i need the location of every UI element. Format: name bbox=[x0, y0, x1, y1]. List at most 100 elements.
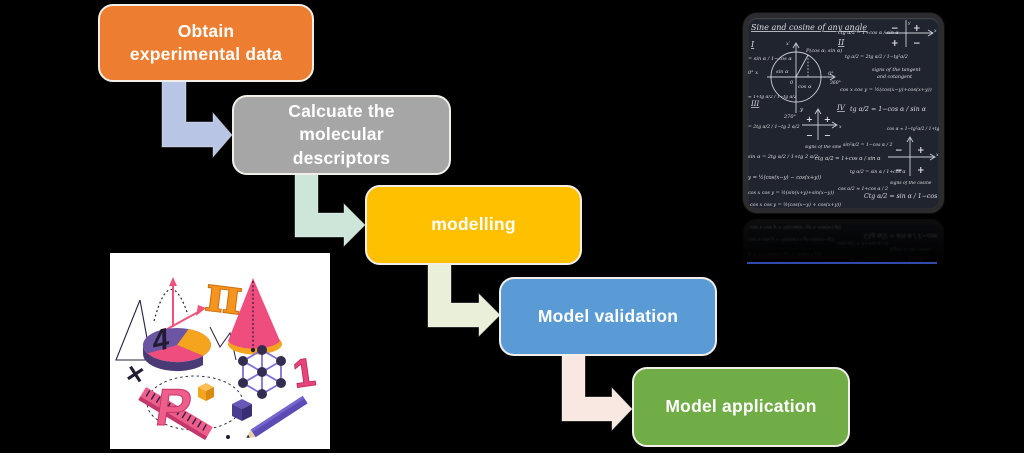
cone bbox=[228, 278, 282, 355]
ruler-ticks bbox=[145, 390, 207, 431]
sign-bl: − bbox=[806, 130, 813, 140]
cross-y-label: y′ bbox=[907, 20, 911, 25]
pencil-body bbox=[250, 395, 308, 438]
roman-numeral-i: I bbox=[750, 40, 755, 49]
circle-label-sin: sin α bbox=[776, 69, 789, 75]
small-dot bbox=[226, 435, 230, 439]
cross-y-arrowhead bbox=[906, 136, 914, 143]
cross-x-arrowhead bbox=[927, 29, 934, 37]
caption-sine-signs: signs of the sine bbox=[805, 145, 842, 150]
pie-slice-pink bbox=[147, 345, 203, 362]
molecule bbox=[238, 345, 286, 399]
unit-circle-figure: x′ P(cos α; sin α) sin α 0 cos α 0° 360°… bbox=[767, 41, 842, 120]
molecule-atoms bbox=[238, 345, 286, 399]
formula: ≈ 1+tg α/2 / 1−tg α/2 bbox=[748, 95, 797, 100]
formula: ctg α/2 = 1+cos α / sin α bbox=[838, 30, 899, 36]
pie-slice-orange bbox=[177, 329, 211, 356]
pi-symbol: π bbox=[202, 264, 246, 327]
circle-label-x-prime: x′ bbox=[786, 41, 791, 47]
formula: = 2tg α/2 / 1−tg 2 α/2 bbox=[748, 124, 800, 130]
circle-y-arrowhead bbox=[792, 42, 800, 49]
formula: tg α/2 = 2tg α/2 / 1−tg²α/2 bbox=[845, 54, 908, 60]
circle-radius bbox=[795, 54, 809, 78]
sign-br: − bbox=[824, 130, 831, 140]
flow-step-label: Model application bbox=[665, 396, 817, 417]
sign-tr: + bbox=[913, 24, 921, 34]
roman-numeral-ii: II bbox=[837, 38, 845, 47]
sign-cross-tangent: − + + − x y′ bbox=[885, 20, 937, 49]
flow-step-calculate-molecular-descriptors: Calcuate the molecular descriptors bbox=[232, 95, 451, 175]
sign-tr: + bbox=[917, 146, 925, 156]
cross-x-arrowhead bbox=[831, 121, 838, 129]
arrow-modelling-to-validation bbox=[427, 259, 501, 338]
ruler bbox=[138, 387, 213, 441]
pencil-tip bbox=[246, 429, 256, 438]
cross-x-label: x bbox=[839, 125, 842, 130]
math-illustration-image: 4 π 1 ✕ bbox=[110, 253, 330, 449]
pencil-lead bbox=[246, 434, 250, 438]
circle-label-0deg: 0° bbox=[828, 71, 834, 77]
caption-tangent-signs-1: signs of the tangent bbox=[872, 67, 921, 73]
arrow-obtain-to-calculate bbox=[161, 79, 233, 159]
flow-step-obtain-experimental-data: Obtain experimental data bbox=[98, 4, 314, 82]
caption-tangent-signs-2: and cotangent bbox=[877, 74, 912, 80]
sign-tr: + bbox=[824, 114, 831, 124]
formula: Ctg α/2 = sin α / 1−cos α bbox=[864, 193, 939, 200]
flow-step-label: Obtain experimental data bbox=[129, 20, 283, 64]
formula: 0° x bbox=[748, 70, 758, 76]
circle-label-point: P(cos α; sin α) bbox=[805, 47, 842, 54]
sign-cross-sine: + + − − x bbox=[802, 108, 842, 140]
circle-x-arrowhead bbox=[829, 73, 836, 81]
cone-body bbox=[228, 278, 280, 349]
roman-numeral-iv: IV bbox=[836, 104, 846, 112]
sign-tl: + bbox=[806, 114, 813, 124]
axis-arrowhead-up bbox=[169, 277, 177, 286]
pencil-highlight bbox=[250, 395, 305, 433]
circle-label-origin: 0 bbox=[790, 80, 794, 86]
sign-bl: + bbox=[891, 39, 899, 49]
sign-cross-cosine: − + − + x bbox=[888, 136, 939, 176]
sign-tl: − bbox=[891, 24, 899, 34]
pie-chart bbox=[142, 328, 211, 372]
flow-step-model-application: Model application bbox=[632, 367, 850, 447]
pencil bbox=[246, 395, 308, 438]
circle-label-360deg: 360° bbox=[830, 80, 841, 86]
cross-y-arrowhead bbox=[814, 108, 822, 115]
sign-bl: − bbox=[895, 166, 903, 176]
flow-step-model-validation: Model validation bbox=[499, 277, 717, 356]
triangle-outline bbox=[115, 299, 152, 361]
orange-cube bbox=[198, 383, 214, 401]
flow-step-modelling: modelling bbox=[365, 185, 582, 265]
formula: cos x cos y = ½(cos(x−y)+cos(x+y)) bbox=[840, 86, 932, 93]
purple-cube bbox=[232, 399, 252, 421]
roman-numeral-iii: III bbox=[750, 100, 760, 108]
dotted-parabola bbox=[153, 288, 189, 322]
arrow-calculate-to-modelling bbox=[294, 169, 366, 248]
blackboard-content: Sine and cosine of any angle I II III IV… bbox=[748, 20, 939, 208]
formula: cos x cos y = ½(cos(x−y) + cos(x+y)) bbox=[750, 201, 841, 208]
formula: cos x cos y = ½(sin(x+y)+sin(x−y)) bbox=[748, 189, 834, 196]
caption-cosine-signs: signs of the cosine bbox=[890, 181, 932, 186]
formula: cos α ≈ 1−tg²α/2 / 1+tg²α/2 bbox=[887, 126, 939, 132]
axis-arrowhead-right bbox=[196, 305, 206, 316]
trigonometry-blackboard-image: Sine and cosine of any angle I II III IV… bbox=[743, 13, 944, 213]
pie-depth bbox=[142, 345, 203, 372]
circle-label-y: y bbox=[799, 107, 804, 113]
cross-x-label: x bbox=[934, 29, 937, 34]
sign-br: + bbox=[917, 166, 925, 176]
formula: = sin α / 1−cos α bbox=[748, 56, 792, 62]
protractor-p-shape: P bbox=[152, 379, 195, 437]
circle-label-270deg: 270° bbox=[783, 114, 797, 120]
formula: tg α/2 = sin α / 1+cos α bbox=[850, 169, 906, 175]
cross-x-label: x bbox=[936, 153, 939, 158]
sign-tl: − bbox=[895, 146, 903, 156]
arrow-validation-to-application bbox=[561, 351, 633, 432]
reflection-blue-line bbox=[747, 262, 937, 264]
formula: tg α/2 = 1−cos α / sin α bbox=[850, 106, 927, 113]
cross-x-arrowhead bbox=[929, 153, 936, 161]
formula: cos α/2 ≈ 1+cos α / 2 bbox=[838, 186, 888, 192]
circle-label-cos: cos α bbox=[798, 84, 812, 90]
formula: sin²α/2 = 1−cos α / 2 bbox=[843, 142, 892, 148]
